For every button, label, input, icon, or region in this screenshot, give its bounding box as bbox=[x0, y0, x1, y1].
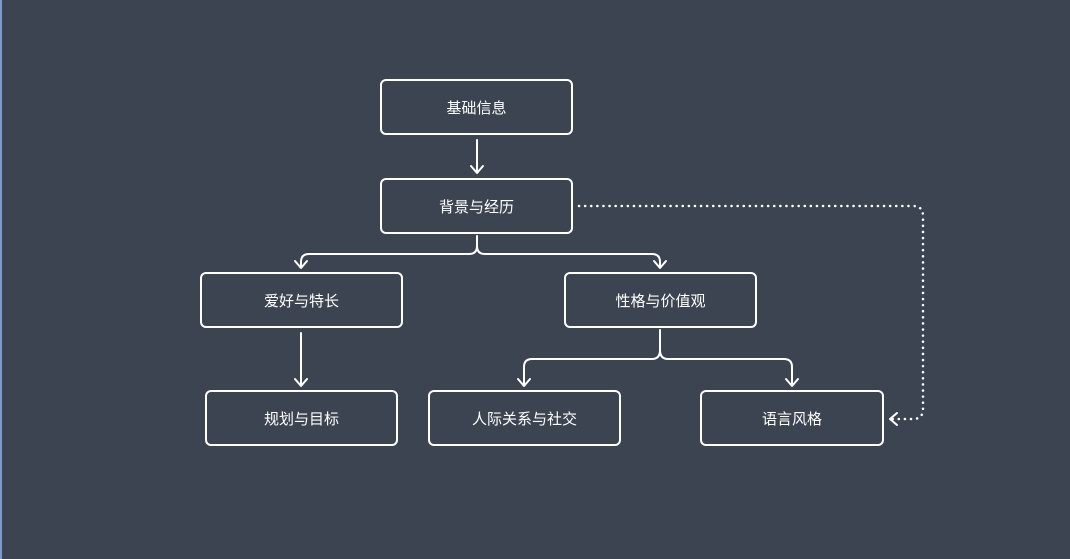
node-planning-label: 规划与目标 bbox=[263, 409, 339, 428]
node-basic-info-label: 基础信息 bbox=[446, 98, 507, 117]
node-language-label: 语言风格 bbox=[761, 409, 822, 428]
node-hobbies[interactable]: 爱好与特长 bbox=[200, 272, 403, 328]
node-personality-label: 性格与价值观 bbox=[615, 291, 706, 310]
node-background[interactable]: 背景与经历 bbox=[380, 178, 573, 234]
node-relations[interactable]: 人际关系与社交 bbox=[428, 390, 621, 446]
node-hobbies-label: 爱好与特长 bbox=[263, 291, 339, 310]
node-planning[interactable]: 规划与目标 bbox=[205, 390, 398, 446]
edge-background-to-language-dotted bbox=[577, 204, 925, 426]
edge-background-to-personality bbox=[476, 245, 667, 269]
node-background-label: 背景与经历 bbox=[438, 197, 514, 216]
node-basic-info[interactable]: 基础信息 bbox=[380, 79, 573, 135]
edge-personality-to-language bbox=[659, 349, 799, 387]
node-relations-label: 人际关系与社交 bbox=[471, 409, 577, 428]
edge-hobbies-to-planning bbox=[294, 332, 308, 387]
node-personality[interactable]: 性格与价值观 bbox=[564, 272, 757, 328]
edge-personality-to-relations bbox=[517, 329, 661, 387]
edge-basic-info-to-background bbox=[470, 139, 484, 174]
node-language[interactable]: 语言风格 bbox=[700, 390, 884, 446]
edge-background-to-hobbies bbox=[294, 235, 478, 269]
